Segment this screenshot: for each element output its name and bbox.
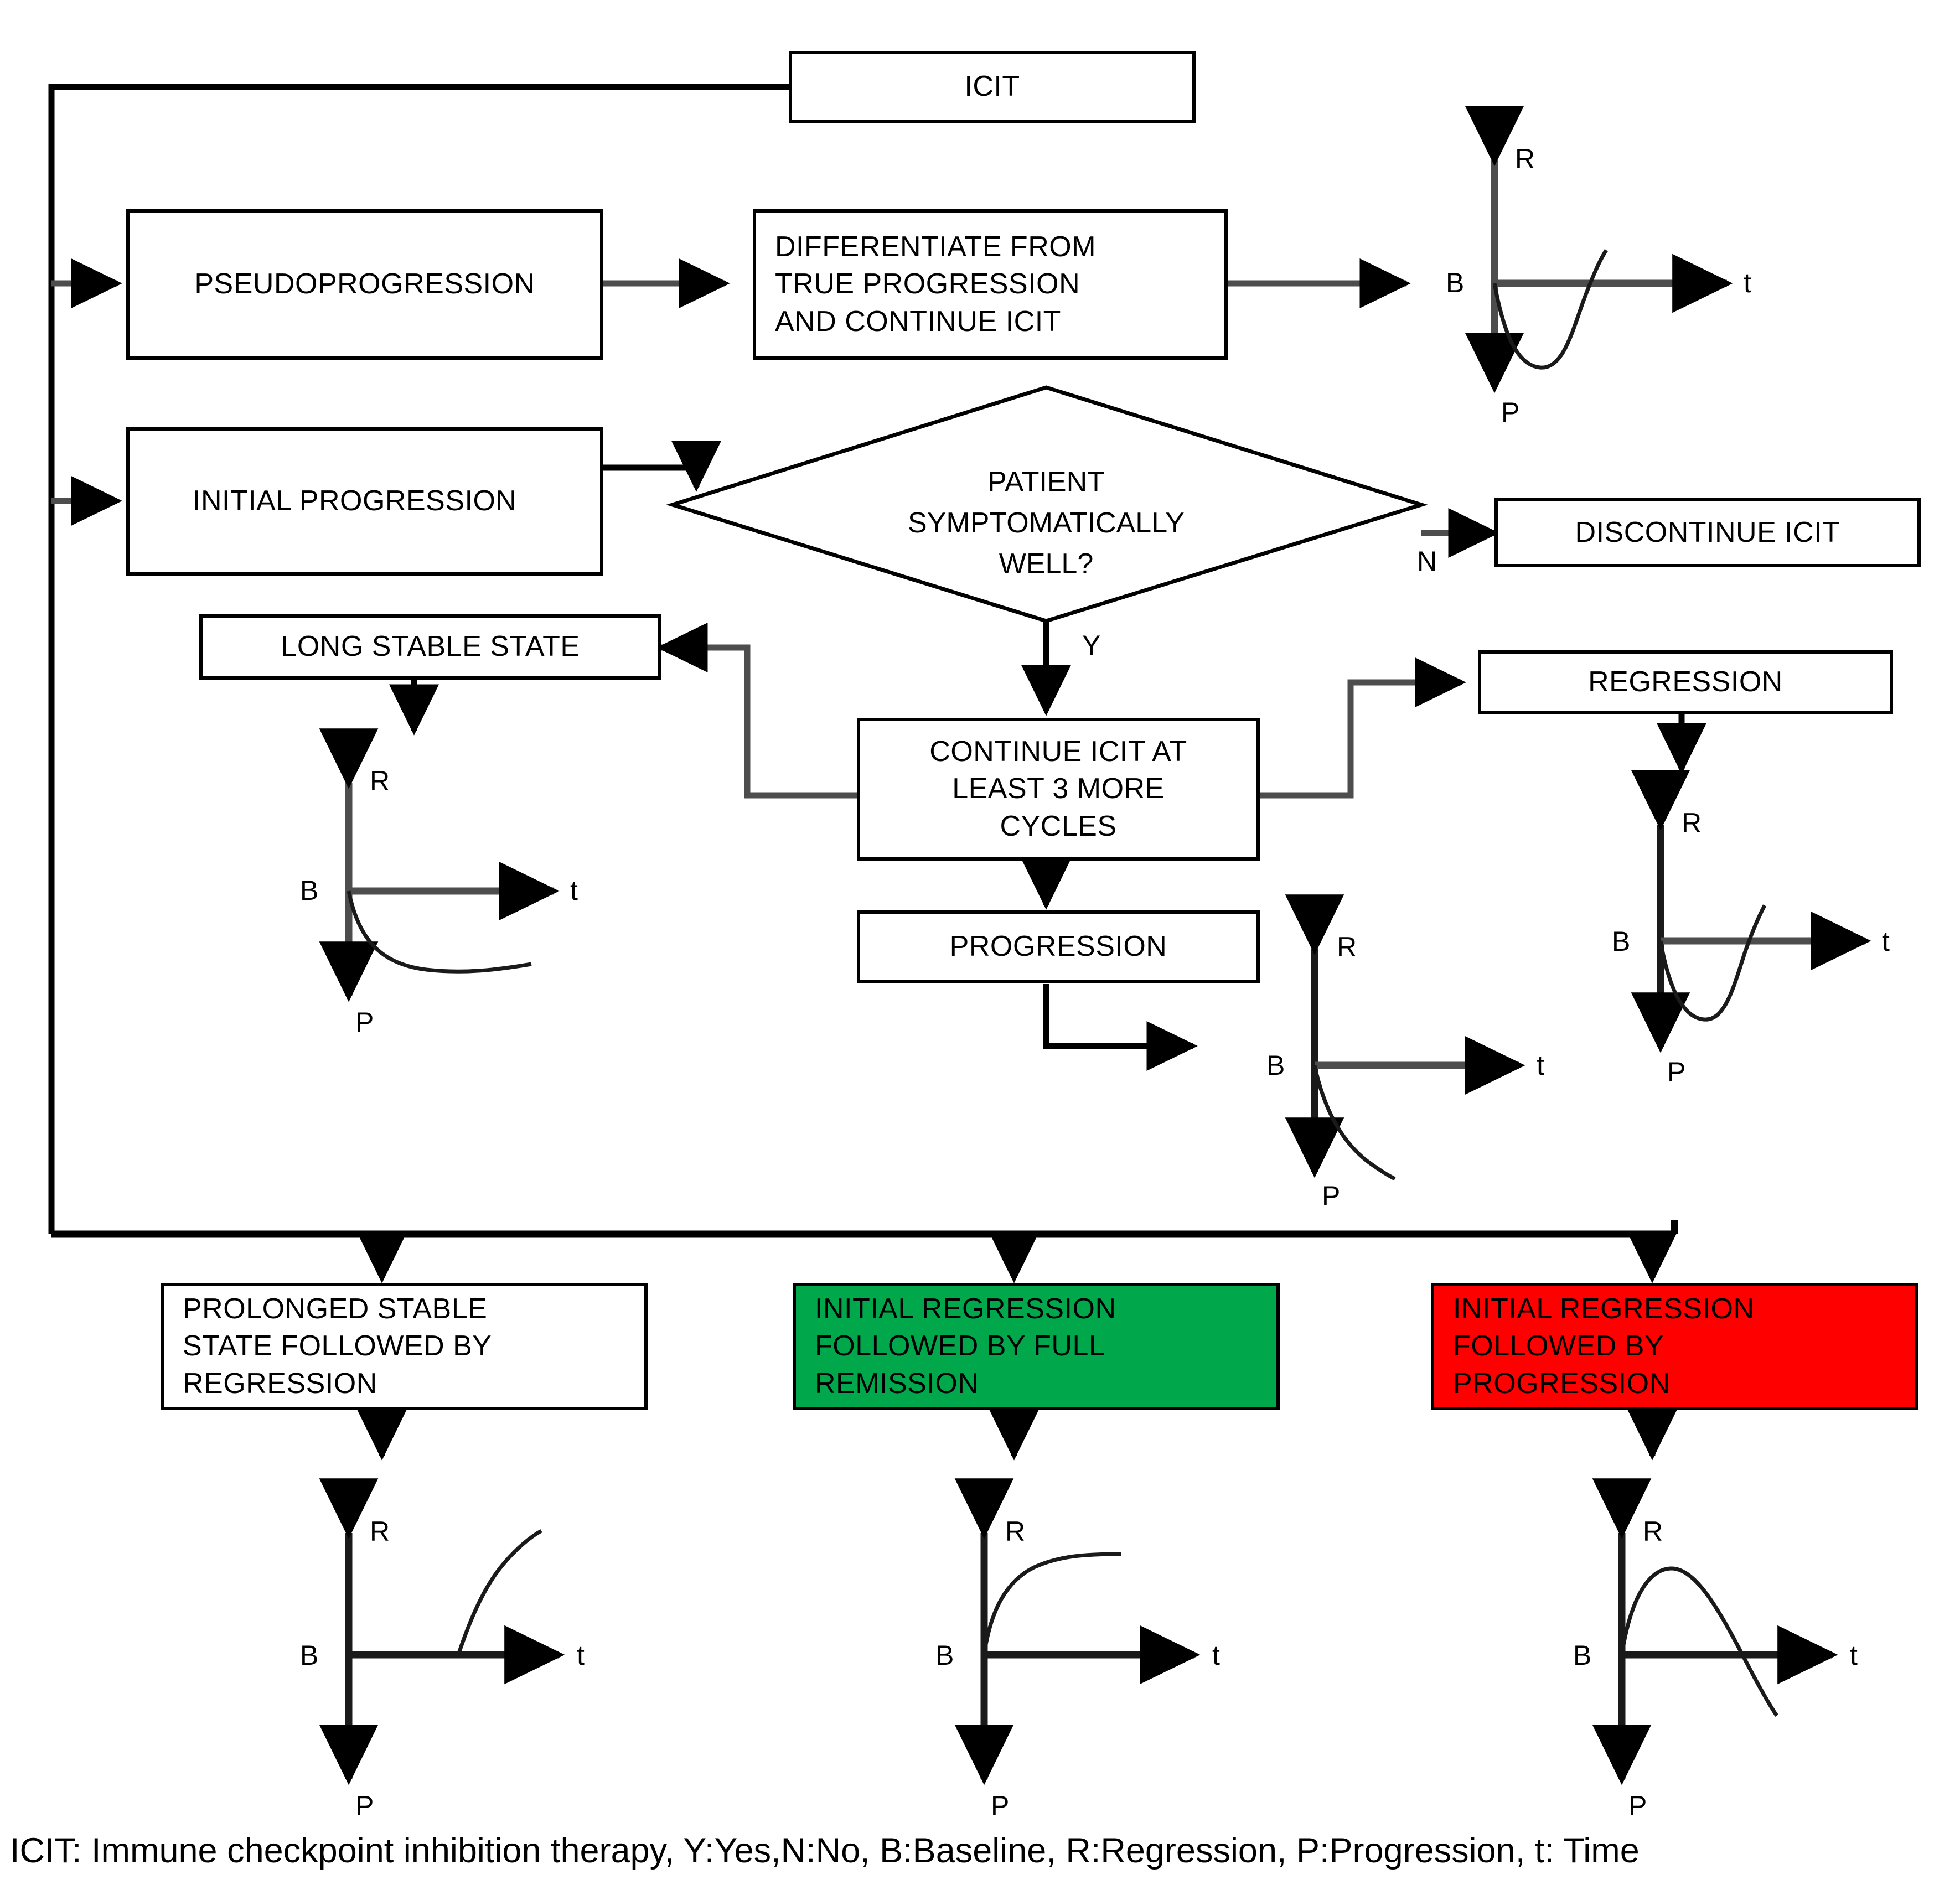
axis-label-r-graph3: R	[1682, 807, 1702, 838]
node-regression-label: REGRESSION	[1588, 665, 1783, 698]
graph-regression	[1631, 770, 1871, 1053]
axis-label-t-graph4: t	[1537, 1050, 1544, 1081]
node-discontinue-icit[interactable]: DISCONTINUE ICIT	[1494, 498, 1921, 567]
axis-label-b-graph1: B	[1446, 267, 1465, 298]
axis-label-p-graph6: P	[991, 1790, 1010, 1821]
edge-label-no: N	[1417, 546, 1437, 577]
graph-regression-then-progression	[1592, 1478, 1838, 1785]
axis-label-b-graph6: B	[935, 1640, 954, 1671]
node-pseudoprogression-label: PSEUDOPROGRESSION	[194, 268, 535, 301]
node-prolonged-stable-regression[interactable]: PROLONGED STABLE STATE FOLLOWED BY REGRE…	[161, 1283, 648, 1410]
axis-label-t-graph6: t	[1212, 1640, 1220, 1671]
node-initial-regression-progression-label: INITIAL REGRESSION FOLLOWED BY PROGRESSI…	[1453, 1292, 1755, 1400]
graph-pseudoprogression	[1465, 106, 1733, 393]
axis-label-r-graph2: R	[370, 765, 390, 796]
axis-label-t-graph2: t	[570, 875, 578, 906]
node-decision-label: PATIENT SYMPTOMATICALLY WELL?	[908, 466, 1185, 580]
axis-label-b-graph7: B	[1573, 1640, 1592, 1671]
node-initial-progression-label: INITIAL PROGRESSION	[193, 485, 517, 517]
axis-label-p-graph5: P	[355, 1790, 374, 1821]
axis-label-r-graph5: R	[370, 1516, 390, 1547]
axis-label-r-graph1: R	[1515, 143, 1535, 174]
node-initial-regression-progression[interactable]: INITIAL REGRESSION FOLLOWED BY PROGRESSI…	[1431, 1283, 1918, 1410]
axis-label-t-graph5: t	[577, 1640, 585, 1671]
axis-label-r-graph4: R	[1337, 931, 1357, 962]
node-initial-regression-remission[interactable]: INITIAL REGRESSION FOLLOWED BY FULL REMI…	[793, 1283, 1280, 1410]
node-icit[interactable]: ICIT	[789, 51, 1196, 123]
graph-long-stable-state	[319, 728, 560, 1002]
node-discontinue-icit-label: DISCONTINUE ICIT	[1575, 516, 1840, 548]
node-continue-icit-label: CONTINUE ICIT AT LEAST 3 MORE CYCLES	[929, 735, 1187, 842]
graph-prolonged-stable-regression	[319, 1478, 565, 1785]
axis-label-r-graph6: R	[1005, 1516, 1026, 1547]
axis-label-t-graph7: t	[1850, 1640, 1858, 1671]
axis-label-b-graph3: B	[1612, 926, 1631, 957]
node-prolonged-stable-regression-label: PROLONGED STABLE STATE FOLLOWED BY REGRE…	[183, 1292, 492, 1400]
axis-label-t-graph3: t	[1882, 926, 1890, 957]
graph-progression	[1285, 894, 1525, 1181]
axis-label-p-graph1: P	[1501, 397, 1520, 428]
axis-label-p-graph2: P	[355, 1007, 374, 1038]
node-progression-label: PROGRESSION	[949, 930, 1167, 963]
node-initial-progression[interactable]: INITIAL PROGRESSION	[126, 427, 603, 576]
node-initial-regression-remission-label: INITIAL REGRESSION FOLLOWED BY FULL REMI…	[815, 1292, 1116, 1400]
node-icit-label: ICIT	[964, 70, 1020, 103]
axis-label-r-graph7: R	[1643, 1516, 1663, 1547]
node-progression[interactable]: PROGRESSION	[857, 910, 1260, 983]
decision-diamond	[666, 385, 1428, 623]
legend-abbreviations: ICIT: Immune checkpoint inhibition thera…	[10, 1831, 1640, 1870]
node-long-stable-state[interactable]: LONG STABLE STATE	[199, 614, 661, 680]
axis-label-b-graph2: B	[300, 875, 319, 906]
axis-label-p-graph4: P	[1322, 1180, 1341, 1211]
edge-label-yes: Y	[1082, 630, 1101, 661]
graph-full-remission	[954, 1478, 1201, 1785]
node-differentiate-label: DIFFERENTIATE FROM TRUE PROGRESSION AND …	[775, 230, 1097, 338]
node-regression[interactable]: REGRESSION	[1478, 650, 1893, 714]
axis-label-p-graph7: P	[1628, 1790, 1647, 1821]
node-differentiate[interactable]: DIFFERENTIATE FROM TRUE PROGRESSION AND …	[753, 209, 1228, 360]
axis-label-b-graph4: B	[1266, 1050, 1285, 1081]
axis-label-p-graph3: P	[1667, 1057, 1686, 1088]
axis-label-t-graph1: t	[1744, 267, 1751, 298]
node-pseudoprogression[interactable]: PSEUDOPROGRESSION	[126, 209, 603, 360]
node-long-stable-state-label: LONG STABLE STATE	[281, 630, 580, 663]
axis-label-b-graph5: B	[300, 1640, 319, 1671]
node-continue-icit[interactable]: CONTINUE ICIT AT LEAST 3 MORE CYCLES	[857, 718, 1260, 861]
